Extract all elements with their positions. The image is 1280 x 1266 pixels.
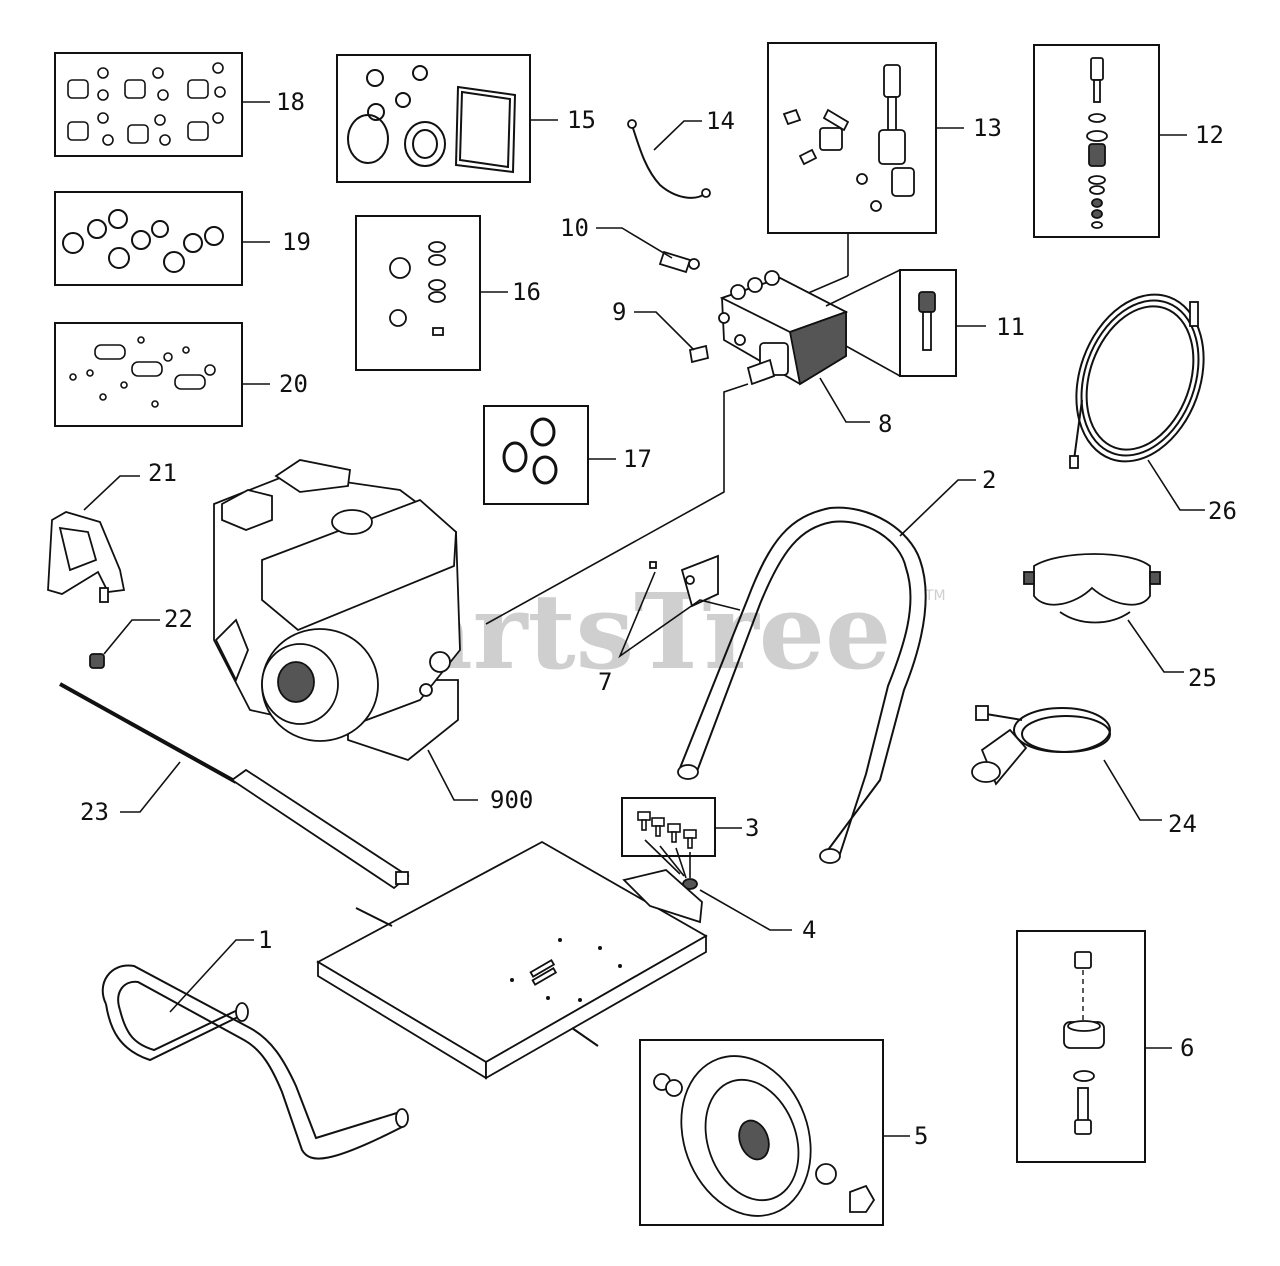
callout-900: 900	[490, 786, 533, 814]
part-24-inlet-filter[interactable]	[971, 705, 1111, 786]
callout-16: 16	[512, 278, 541, 306]
callout-5: 5	[914, 1122, 928, 1150]
callout-14: 14	[706, 107, 735, 135]
callout-2: 2	[982, 466, 996, 494]
callout-23: 23	[80, 798, 109, 826]
part-2-handle[interactable]	[677, 506, 927, 864]
callout-7: 7	[598, 668, 612, 696]
watermark-trademark: TM	[924, 588, 946, 604]
part-22-nozzle[interactable]	[89, 653, 105, 669]
callout-15: 15	[567, 106, 596, 134]
callout-24: 24	[1168, 810, 1197, 838]
part-1-wheel-frame[interactable]	[101, 964, 409, 1160]
callout-17: 17	[623, 445, 652, 473]
part-base-frame[interactable]	[316, 840, 708, 1080]
part-13-unloader-valve[interactable]	[767, 42, 937, 234]
callout-21: 21	[148, 459, 177, 487]
part-900-engine[interactable]	[213, 459, 461, 762]
callout-13: 13	[973, 114, 1002, 142]
part-20-valve-kit[interactable]	[54, 322, 243, 427]
part-15-pump-kit[interactable]	[336, 54, 531, 183]
part-21-spray-gun[interactable]	[47, 511, 126, 603]
callout-4: 4	[802, 916, 816, 944]
part-6-vibration-mount[interactable]	[1016, 930, 1146, 1163]
callout-12: 12	[1195, 121, 1224, 149]
callout-26: 26	[1208, 497, 1237, 525]
callout-10: 10	[560, 214, 589, 242]
part-11-thermal-relief[interactable]	[899, 269, 957, 377]
part-14-hose[interactable]	[627, 119, 711, 199]
part-9-plug[interactable]	[688, 344, 710, 364]
part-16-oring-kit[interactable]	[355, 215, 481, 371]
callout-9: 9	[612, 298, 626, 326]
callout-19: 19	[282, 228, 311, 256]
part-23-spray-wand[interactable]	[59, 682, 410, 890]
callout-22: 22	[164, 605, 193, 633]
part-12-valve-assembly[interactable]	[1033, 44, 1160, 238]
part-7-bracket[interactable]	[649, 554, 719, 608]
callout-1: 1	[258, 926, 272, 954]
part-8-pump[interactable]	[718, 270, 849, 386]
part-25-safety-goggles[interactable]	[1023, 553, 1161, 624]
callout-11: 11	[996, 313, 1025, 341]
part-19-oring-kit[interactable]	[54, 191, 243, 286]
callout-18: 18	[276, 88, 305, 116]
part-3-screws[interactable]	[621, 797, 716, 857]
part-10-fitting[interactable]	[658, 250, 700, 274]
callout-3: 3	[745, 814, 759, 842]
part-5-wheel[interactable]	[639, 1038, 884, 1235]
callout-6: 6	[1180, 1034, 1194, 1062]
callout-8: 8	[878, 410, 892, 438]
part-26-high-pressure-hose[interactable]	[1054, 277, 1226, 480]
callout-20: 20	[279, 370, 308, 398]
callout-25: 25	[1188, 664, 1217, 692]
part-18-seal-kit[interactable]	[54, 52, 243, 157]
part-17-rings[interactable]	[483, 405, 589, 505]
